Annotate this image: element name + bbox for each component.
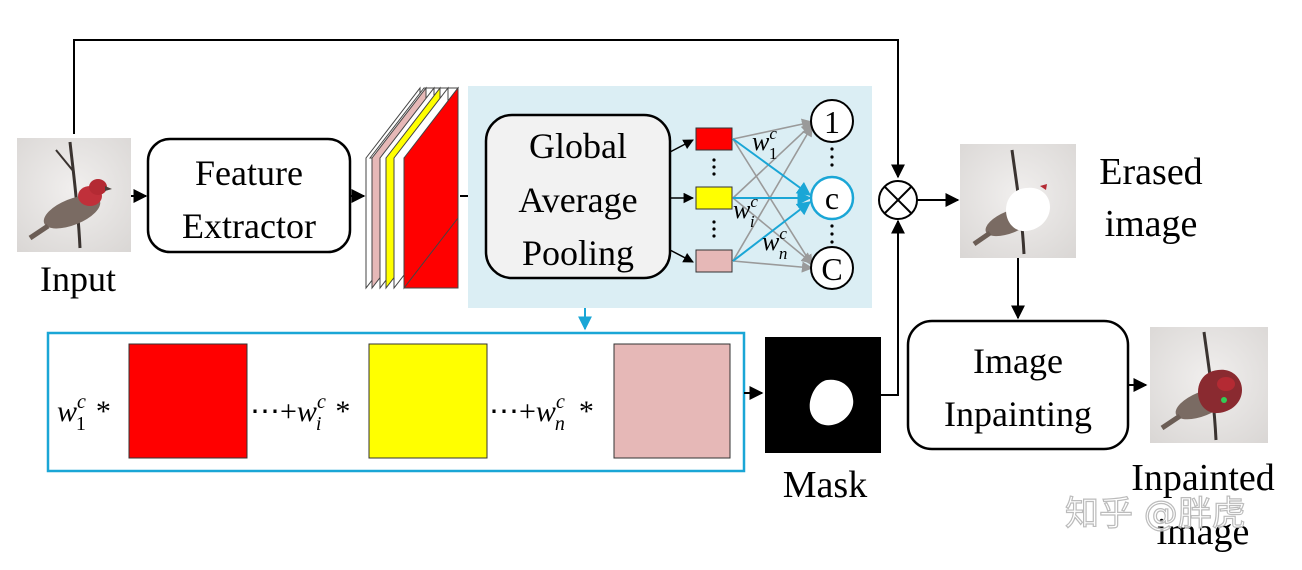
class-node-1 [810,99,854,143]
formula-map-red [128,343,248,459]
watermark: 知乎 @胖虎 [1065,494,1246,534]
feature-extractor-line1: Feature [195,153,303,193]
inpainting-line1: Image [973,341,1063,381]
wi-base: w [733,195,751,224]
gap-box [484,113,672,280]
class-node-C [810,246,854,290]
pooled-red [695,127,733,151]
wi-sub: i [750,212,755,231]
mask-label: Mask [783,464,867,506]
w1-base: w [752,127,770,156]
wn-sub: n [779,244,788,263]
inpainted-image [1150,327,1268,443]
multiply-operator [878,180,918,220]
ft1-sup: c [77,391,86,413]
erased-label-line2: image [1105,203,1198,245]
formula-map-yellow [368,343,488,459]
class-node-c [809,175,855,221]
ftn-sup: c [556,391,565,413]
inpainted-label-line2: image [1157,511,1250,553]
ftn-plus: ⋯+ [489,395,536,428]
feature-map-stack [365,86,460,290]
formula-box [46,331,746,473]
ft1-sub: 1 [76,413,86,435]
fti-sub: i [316,413,322,435]
vector-dots [712,158,716,238]
skip-connection [73,39,905,179]
w1-sup: c [769,124,777,143]
class-dots [830,147,834,244]
inpainting-line2: Inpainting [944,394,1092,434]
class-node-C-label: C [821,251,842,287]
w1-sub: 1 [769,144,778,163]
mask-image [765,337,881,453]
ft1-base: w [57,395,77,428]
fc-cyan-lines [732,138,812,262]
class-node-c-label: c [825,180,839,216]
erased-label-line1: Erased [1099,151,1202,193]
pooled-yellow [695,186,733,210]
gap-line1: Global [529,126,627,166]
fti-base: w [297,395,317,428]
erased-image [960,144,1076,258]
fti-mul: * [335,395,350,428]
input-image [17,138,131,252]
fti-sup: c [317,391,326,413]
fti-plus: ⋯+ [250,395,297,428]
formula-map-pink [613,343,731,459]
feature-extractor-line2: Extractor [182,206,316,246]
arrow-mask-to-multiply [881,219,905,396]
wn-base: w [762,227,780,256]
gap-line2: Average [518,180,637,220]
input-label: Input [40,259,116,299]
arrow-gap-to-red [669,139,694,153]
arrow-gap-to-pink [669,249,694,263]
wn-sup: c [779,224,787,243]
pooled-pink [695,249,733,273]
class-node-1-label: 1 [824,104,840,140]
ftn-base: w [536,395,556,428]
wi-sup: c [750,192,758,211]
ft1-mul: * [96,395,111,428]
ftn-mul: * [579,395,594,428]
ftn-sub: n [555,413,565,435]
gap-line3: Pooling [522,233,634,273]
inpainted-label-line1: Inpainted [1131,457,1275,499]
